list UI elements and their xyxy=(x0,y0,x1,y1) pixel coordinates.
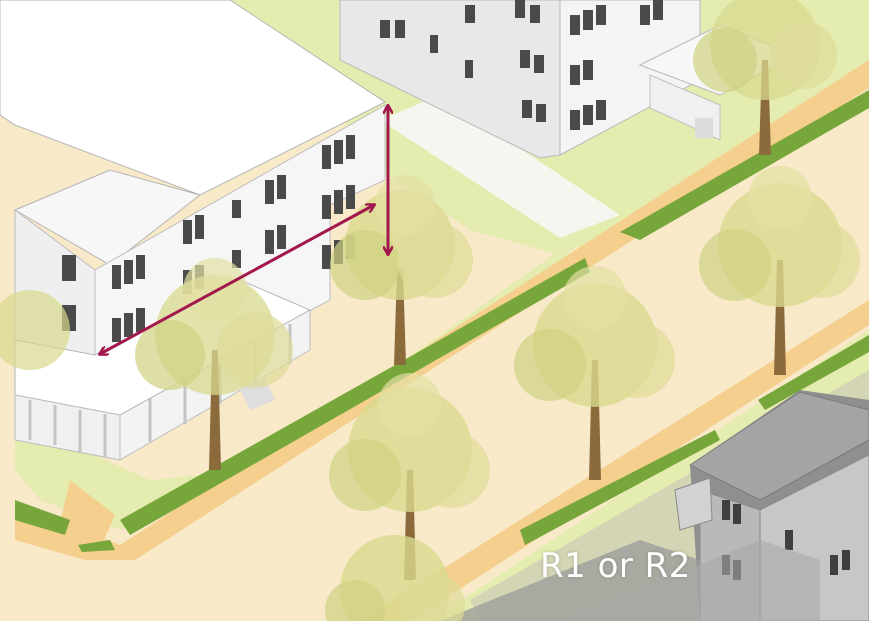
lower-sidewalk xyxy=(360,300,869,621)
planting-strip xyxy=(120,258,590,535)
planting-strip-corner xyxy=(15,500,70,535)
upper-building xyxy=(339,0,797,159)
tree xyxy=(0,290,70,370)
lower-planting-strip xyxy=(520,430,720,545)
tree xyxy=(693,0,837,155)
planting-strip-corner-2 xyxy=(78,540,115,552)
tree xyxy=(325,535,465,621)
sidewalk-spur xyxy=(55,480,115,560)
zone-label: R1 or R2 xyxy=(540,546,691,586)
side-path xyxy=(380,95,620,238)
tree xyxy=(514,266,675,480)
lower-planting-strip-2 xyxy=(758,335,869,410)
tree xyxy=(329,373,490,580)
tree xyxy=(699,166,860,375)
lower-building xyxy=(440,390,869,621)
width-dimension-arrow xyxy=(100,205,374,354)
planting-strip-2 xyxy=(620,90,869,240)
